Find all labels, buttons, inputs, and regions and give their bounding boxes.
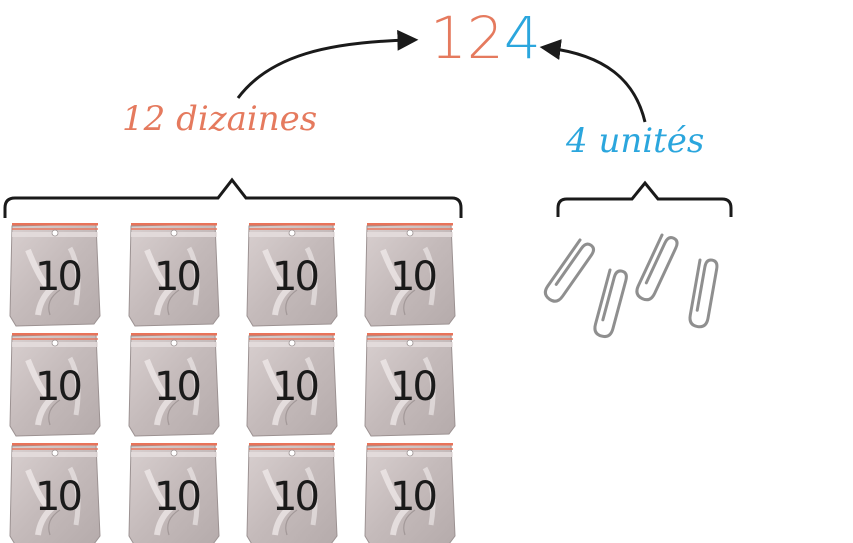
units-arrow: [539, 39, 647, 123]
ten-bag: 10: [128, 223, 220, 327]
bag-label: 10: [35, 254, 80, 300]
ten-bag: 10: [9, 223, 101, 327]
ten-bag: 10: [246, 333, 338, 437]
ten-bag: 10: [246, 223, 338, 327]
units-label: 4 unités: [565, 121, 704, 161]
tens-label: 12 dizaines: [122, 99, 317, 139]
tens-bags-grid: 10 10 10 10: [9, 223, 456, 543]
ten-bag: 10: [128, 443, 220, 543]
paper-clip-icon: [593, 268, 628, 338]
ten-bag: 10: [364, 333, 456, 437]
paper-clip-icon: [635, 233, 679, 302]
paper-clips-group: [543, 233, 719, 338]
bag-label: 10: [154, 254, 199, 300]
bag-label: 10: [390, 254, 435, 300]
bag-label: 10: [272, 474, 317, 520]
units-brace: [556, 180, 733, 217]
paper-clip-icon: [543, 238, 596, 303]
paper-clip-icon: [688, 258, 719, 329]
bag-label: 10: [154, 474, 199, 520]
ten-bag: 10: [246, 443, 338, 543]
ten-bag: 10: [9, 333, 101, 437]
units-digit: 4: [504, 4, 541, 72]
bag-label: 10: [272, 254, 317, 300]
ten-bag: 10: [9, 443, 101, 543]
ten-bag: 10: [364, 443, 456, 543]
bag-label: 10: [35, 474, 80, 520]
tens-arrow: [236, 29, 419, 99]
hundreds-digit: 1: [430, 4, 467, 72]
bag-label: 10: [154, 364, 199, 410]
tens-digit: 2: [467, 4, 504, 72]
bag-label: 10: [390, 364, 435, 410]
ten-bag: 10: [364, 223, 456, 327]
bag-label: 10: [35, 364, 80, 410]
bag-label: 10: [390, 474, 435, 520]
bag-label: 10: [272, 364, 317, 410]
number-display: 124: [430, 4, 541, 72]
tens-brace: [3, 177, 463, 218]
ten-bag: 10: [128, 333, 220, 437]
